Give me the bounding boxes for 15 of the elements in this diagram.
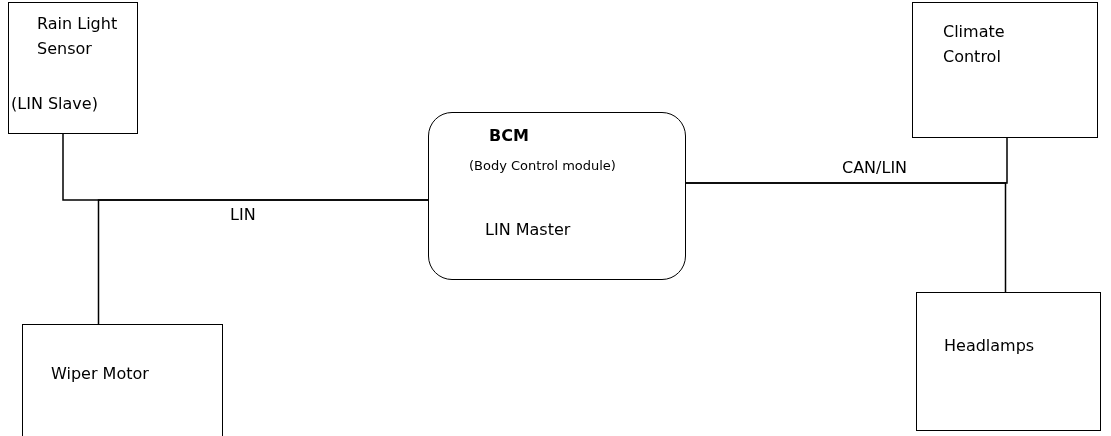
node-title: Wiper Motor bbox=[51, 363, 150, 385]
node-title: Climate Control bbox=[943, 21, 1006, 68]
sensor-box bbox=[8, 2, 138, 134]
node-text: LIN Master bbox=[485, 219, 572, 241]
node-title: BCM bbox=[489, 125, 530, 147]
node-text: (Body Control module) bbox=[469, 157, 617, 175]
headlamps-box bbox=[916, 292, 1101, 431]
control-module-box bbox=[428, 112, 686, 280]
node-title: Rain Light Sensor bbox=[37, 13, 119, 60]
climate-control-box bbox=[912, 2, 1098, 138]
node-text: (LIN Slave) bbox=[11, 93, 99, 115]
connector-line bbox=[685, 182, 1007, 293]
node-title: Headlamps bbox=[944, 335, 1036, 357]
motor-box bbox=[22, 324, 223, 436]
connector-line bbox=[97, 199, 429, 325]
